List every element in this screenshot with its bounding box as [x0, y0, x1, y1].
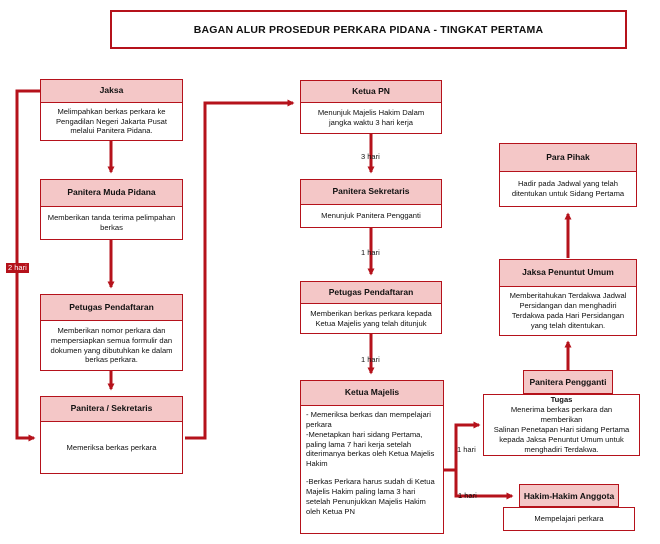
node-panitera-muda-pidana: Panitera Muda Pidana Memberikan tanda te… — [40, 179, 183, 240]
label-two-days: 2 hari — [6, 263, 29, 274]
node-panitera-muda-pidana-body: Memberikan tanda terima pelimpahan berka… — [47, 213, 176, 232]
node-hakim-anggota-body: Mempelajari perkara — [534, 514, 604, 524]
node-panitera-pengganti: Tugas Menerima berkas perkara dan member… — [483, 394, 640, 456]
label-three-days: 3 hari — [361, 152, 380, 161]
node-panitera-muda-pidana-title: Panitera Muda Pidana — [41, 180, 182, 207]
node-para-pihak-body: Hadir pada Jadwal yang telah ditentukan … — [511, 179, 625, 198]
node-hakim-anggota-title: Hakim-Hakim Anggota — [519, 484, 619, 507]
node-petugas-pendaftaran-tengah-title: Petugas Pendaftaran — [301, 282, 441, 304]
node-petugas-pendaftaran-tengah-body: Memberikan berkas perkara kepada Ketua M… — [310, 308, 432, 328]
node-panitera-pengganti-body: Tugas Menerima berkas perkara dan member… — [493, 395, 630, 454]
node-panitera-sekretaris-body: Menunjuk Panitera Pengganti — [321, 211, 421, 221]
node-panitera-sekretaris-kiri-title: Panitera / Sekretaris — [41, 397, 182, 422]
label-one-day-4: 1 hari — [458, 491, 477, 500]
node-ketua-pn-body: Menunjuk Majelis Hakim Dalam jangka wakt… — [317, 108, 425, 127]
node-jaksa-title: Jaksa — [41, 80, 182, 103]
node-ketua-pn-title: Ketua PN — [301, 81, 441, 103]
node-jaksa-penuntut-umum-title: Jaksa Penuntut Umum — [500, 260, 636, 287]
page-title: BAGAN ALUR PROSEDUR PERKARA PIDANA - TIN… — [110, 10, 627, 49]
node-panitera-sekretaris-kiri: Panitera / Sekretaris Memeriksa berkas p… — [40, 396, 183, 474]
node-hakim-anggota: Mempelajari perkara — [503, 507, 635, 531]
node-ketua-majelis-title: Ketua Majelis — [301, 381, 443, 406]
label-one-day-3: 1 hari — [457, 445, 476, 454]
node-jaksa-body: Melimpahkan berkas perkara ke Pengadilan… — [55, 106, 168, 136]
arrow-to-ketua-pn — [185, 99, 295, 440]
node-petugas-pendaftaran-kiri-body: Memberikan nomor perkara dan mempersiapk… — [50, 325, 173, 365]
node-panitera-sekretaris-kiri-body: Memeriksa berkas perkara — [66, 442, 157, 452]
node-petugas-pendaftaran-kiri: Petugas Pendaftaran Memberikan nomor per… — [40, 294, 183, 371]
node-jaksa-penuntut-umum-body: Memberitahukan Terdakwa Jadwal Persidang… — [509, 291, 627, 330]
node-panitera-sekretaris: Panitera Sekretaris Menunjuk Panitera Pe… — [300, 179, 442, 228]
label-one-day-1: 1 hari — [361, 248, 380, 257]
node-jaksa-penuntut-umum: Jaksa Penuntut Umum Memberitahukan Terda… — [499, 259, 637, 336]
node-panitera-sekretaris-title: Panitera Sekretaris — [301, 180, 441, 205]
node-para-pihak: Para Pihak Hadir pada Jadwal yang telah … — [499, 143, 637, 207]
label-one-day-2: 1 hari — [361, 355, 380, 364]
node-petugas-pendaftaran-tengah: Petugas Pendaftaran Memberikan berkas pe… — [300, 281, 442, 334]
node-petugas-pendaftaran-kiri-title: Petugas Pendaftaran — [41, 295, 182, 321]
node-jaksa: Jaksa Melimpahkan berkas perkara ke Peng… — [40, 79, 183, 141]
node-ketua-majelis-body: - Memeriksa berkas dan mempelajari perka… — [306, 410, 435, 516]
node-ketua-pn: Ketua PN Menunjuk Majelis Hakim Dalam ja… — [300, 80, 442, 134]
node-para-pihak-title: Para Pihak — [500, 144, 636, 172]
node-ketua-majelis: Ketua Majelis - Memeriksa berkas dan mem… — [300, 380, 444, 534]
node-panitera-pengganti-title: Panitera Pengganti — [523, 370, 613, 394]
